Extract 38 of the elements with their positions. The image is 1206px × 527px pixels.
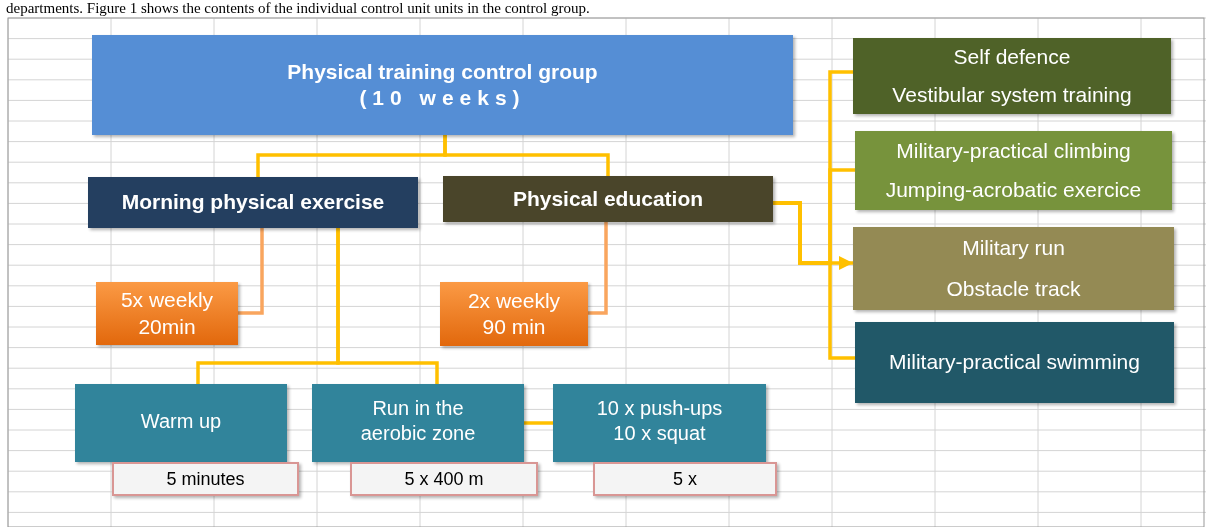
box-label: Obstacle track: [946, 276, 1081, 303]
connector-line: [773, 201, 855, 360]
connector-line: [443, 135, 610, 176]
note-box: 5 x 400 m: [350, 462, 538, 496]
box-label: Run in the aerobic zone: [359, 396, 477, 446]
box-label: 2x weekly 90 min: [466, 287, 562, 340]
title-box: [92, 35, 793, 135]
exercise-box: [312, 384, 524, 462]
category-box: [88, 177, 418, 228]
activity-box: [853, 227, 1174, 310]
box-label: 5x weekly 20min: [119, 287, 215, 340]
frequency-box: [96, 282, 238, 345]
box-label: Jumping-acrobatic exercice: [885, 177, 1142, 204]
box-label: Military run: [962, 234, 1065, 261]
activity-box: [853, 38, 1171, 114]
title: Physical training control group: [287, 58, 598, 85]
frequency-box: [440, 282, 588, 346]
body-text: departments. Figure 1 shows the contents of the individual control unit units in the control group.: [6, 0, 590, 17]
box-label: 10 x push-ups 10 x squat: [595, 396, 724, 446]
box-label: Morning physical exercise: [121, 189, 385, 216]
connector-line: [336, 228, 439, 384]
category-box: [443, 176, 773, 222]
activity-box: [855, 131, 1172, 210]
connector-line: [238, 228, 264, 315]
exercise-box: [75, 384, 287, 462]
subtitle: (10 weeks): [359, 85, 526, 111]
activity-box: [855, 322, 1174, 403]
box-label: Vestibular system training: [892, 81, 1132, 108]
exercise-box: [553, 384, 766, 462]
box-label: Self defence: [953, 43, 1071, 70]
box-label: Warm up: [139, 408, 223, 434]
note-box: 5 x: [593, 462, 777, 496]
note-box: 5 minutes: [112, 462, 299, 496]
box-label: Military-practical swimming: [889, 349, 1140, 376]
connector-line: [588, 222, 608, 315]
box-label: Military-practical climbing: [896, 137, 1131, 164]
connector-line: [524, 421, 553, 425]
box-label: Physical education: [512, 185, 704, 212]
